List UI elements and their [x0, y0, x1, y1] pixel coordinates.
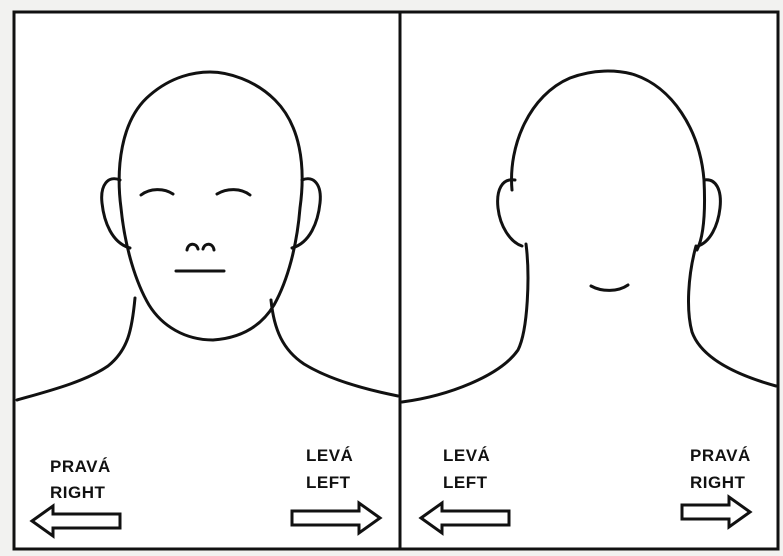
back-upper-right-label: PRAVÁ — [690, 447, 751, 464]
front-lower-left-label: RIGHT — [50, 484, 105, 501]
back-lower-right-label: RIGHT — [690, 474, 745, 491]
front-upper-left-label: PRAVÁ — [50, 458, 111, 475]
back-lower-left-label: LEFT — [443, 474, 488, 491]
front-lower-right-label: LEFT — [306, 474, 351, 491]
back-upper-left-label: LEVÁ — [443, 447, 490, 464]
front-upper-right-label: LEVÁ — [306, 447, 353, 464]
